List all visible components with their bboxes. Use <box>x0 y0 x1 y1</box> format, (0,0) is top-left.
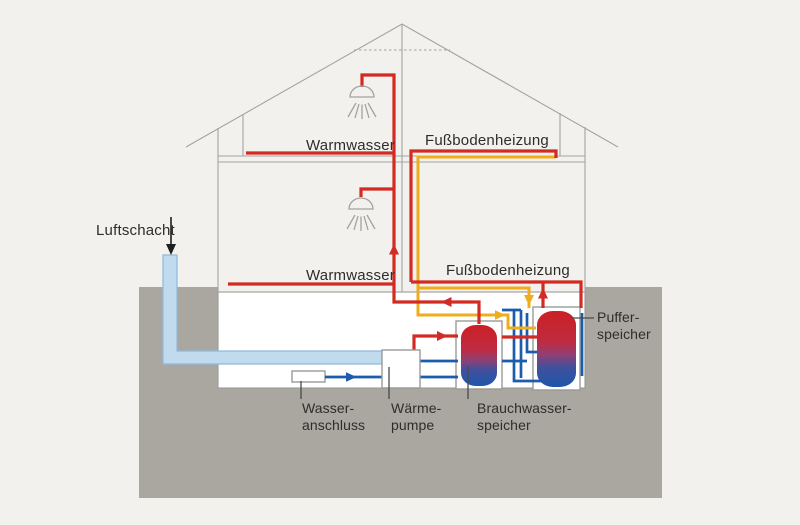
arrow-right-heatpump-to-tank <box>437 331 448 341</box>
wasseranschluss-label: Wasser- anschluss <box>302 400 365 434</box>
wasseranschluss-label-line1: Wasser- <box>302 400 355 416</box>
brauchwasserspeicher-label-line1: Brauchwasser- <box>477 400 572 416</box>
label-pointer-lines <box>300 317 594 399</box>
arrow-left-tank-to-riser <box>441 297 452 307</box>
hot-water-pipes <box>228 73 583 350</box>
wasseranschluss-label-line2: anschluss <box>302 417 366 433</box>
dhw-tank <box>461 325 497 386</box>
down-arrow-icon <box>166 217 176 255</box>
brauchwasserspeicher-label-line2: speicher <box>477 417 531 433</box>
shower-icon <box>346 197 376 231</box>
waermepumpe-label-line1: Wärme- <box>391 400 442 416</box>
buffer-tank <box>537 311 576 387</box>
cold-water-pipes <box>325 308 584 383</box>
brauchwasserspeicher-label: Brauchwasser- speicher <box>477 400 572 434</box>
pufferspeicher-label-line2: speicher <box>597 326 651 342</box>
pufferspeicher-label-line1: Puffer- <box>597 309 640 325</box>
arrow-down-return-to-puffer <box>524 295 534 306</box>
warmwasser-lower-label: Warmwasser <box>306 267 395 284</box>
fussbodenheizung-upper-label: Fußbodenheizung <box>425 132 549 149</box>
flow-arrows <box>346 244 548 382</box>
shower-icon <box>347 85 377 119</box>
heat-pump-box <box>381 349 421 389</box>
waermepumpe-label: Wärme- pumpe <box>391 400 441 434</box>
arrow-up-warmwasser-riser <box>389 244 399 255</box>
warmwasser-upper-label: Warmwasser <box>306 137 395 154</box>
water-connection-box <box>291 370 326 383</box>
waermepumpe-label-line2: pumpe <box>391 417 435 433</box>
luftschacht-label: Luftschacht <box>96 222 175 239</box>
fussbodenheizung-lower-label: Fußbodenheizung <box>446 262 570 279</box>
arrow-right-cold-water <box>346 372 357 382</box>
pufferspeicher-label: Puffer- speicher <box>597 309 651 343</box>
arrow-right-return-line <box>495 310 506 320</box>
arrow-up-puffer-supply <box>538 288 548 299</box>
